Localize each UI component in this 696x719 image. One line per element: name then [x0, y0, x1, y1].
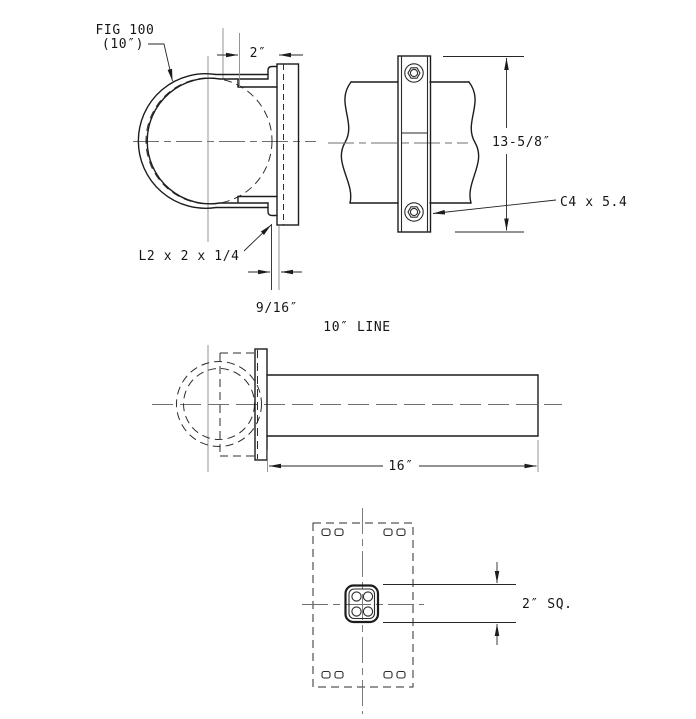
channel-outline	[397, 55, 432, 233]
channel-hidden-outline	[219, 350, 258, 459]
bolt-slots	[321, 528, 406, 679]
dim-2in-sq-label: 2″ SQ.	[522, 597, 573, 612]
square-tube	[266, 374, 539, 437]
pipe-size-label: (10″)	[102, 37, 144, 52]
channel-size-label: C4 x 5.4	[560, 195, 627, 210]
bolt-top	[404, 63, 424, 83]
angle-leader	[243, 224, 272, 252]
end-plate	[254, 348, 268, 461]
fig-100-label: FIG 100	[96, 23, 155, 38]
dim-9-16: 9/16″	[248, 224, 302, 316]
dim-2in: 2″	[217, 33, 303, 87]
plan-view: 2″ SQ.	[302, 508, 573, 714]
front-view: FIG 100 (10″) 2″ L2 x 2 x 1/4 9/16″	[96, 23, 316, 316]
mounting-plate	[276, 63, 300, 226]
angle-size-label: L2 x 2 x 1/4	[138, 249, 239, 264]
dim-13-5-8: 13-5/8″	[443, 56, 551, 233]
clamp-strap-outer	[137, 73, 269, 209]
dim-13-5-8-label: 13-5/8″	[492, 135, 551, 150]
clamp-hidden-circle	[176, 361, 262, 447]
angle-bracket-bottom	[237, 195, 278, 217]
dim-16in-label: 16″	[388, 459, 413, 474]
dim-2in-sq: 2″ SQ.	[383, 562, 573, 645]
weld-holes	[351, 591, 374, 617]
fig-100-leader	[148, 43, 173, 82]
base-plate-hidden	[312, 522, 414, 688]
pipe-break-left	[340, 81, 352, 204]
elevation-view: 10″ LINE 16″	[152, 320, 562, 474]
pipe-hidden-circle-elev	[183, 368, 255, 440]
line-size-label: 10″ LINE	[323, 320, 390, 335]
bolt-bottom	[404, 202, 424, 222]
side-view: 13-5/8″ C4 x 5.4	[328, 55, 627, 233]
angle-bracket-top	[237, 65, 278, 88]
tube-end-section	[344, 584, 380, 624]
clamp-strap-inner	[146, 77, 269, 205]
pipe-break-right	[468, 81, 480, 204]
channel-leader	[432, 199, 557, 215]
dim-2in-label: 2″	[250, 46, 267, 61]
dim-9-16-label: 9/16″	[256, 301, 298, 316]
dim-16in: 16″	[267, 440, 539, 474]
